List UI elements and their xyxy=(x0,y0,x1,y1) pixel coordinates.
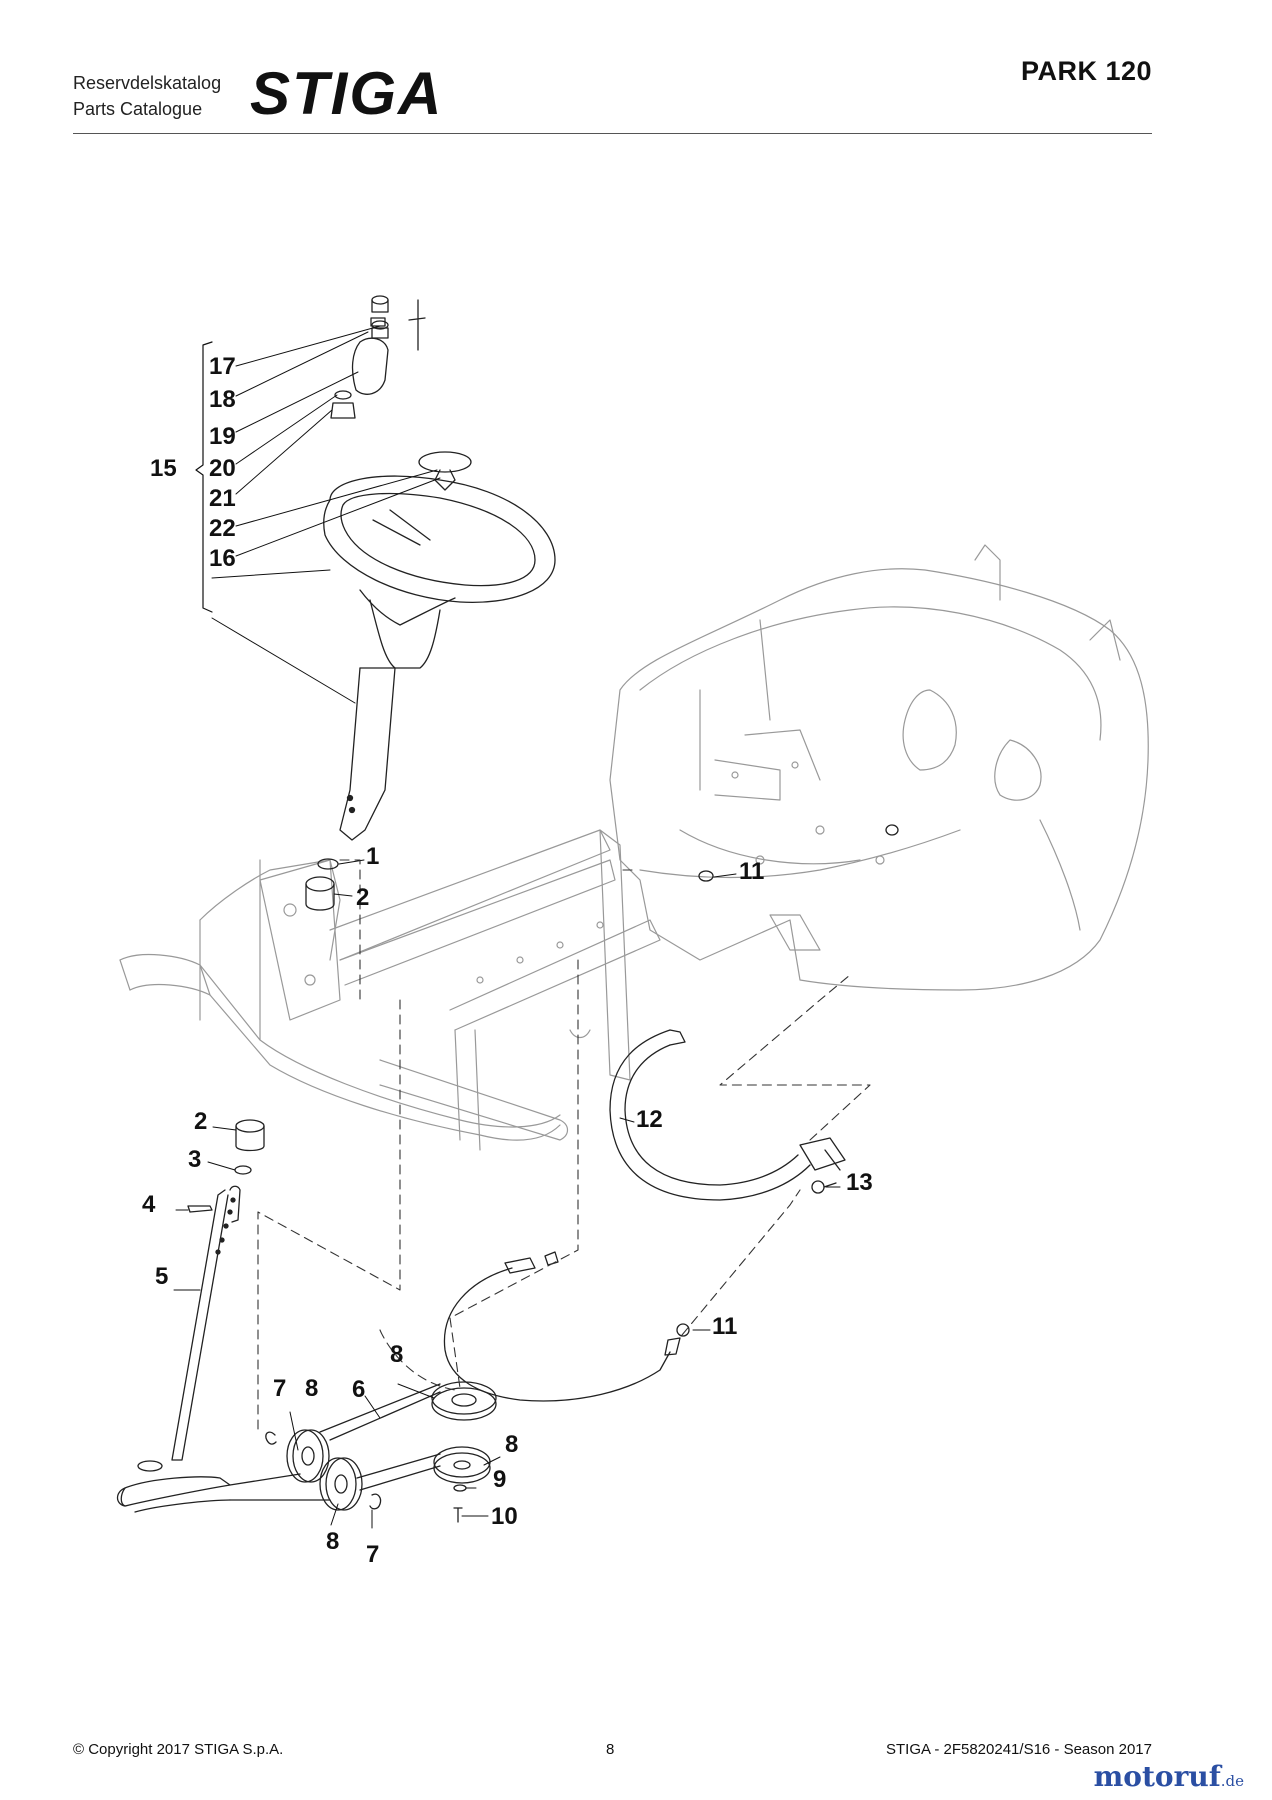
body-shell-drawing xyxy=(609,544,1149,991)
callout-11-lower: 11 xyxy=(712,1313,738,1340)
model-title: PARK 120 xyxy=(1020,56,1152,86)
footer-copyright: © Copyright 2017 STIGA S.p.A. xyxy=(73,1741,284,1758)
callout-4: 4 xyxy=(142,1191,156,1218)
nut-drawing xyxy=(698,824,899,882)
callout-7-left: 7 xyxy=(273,1375,287,1402)
callout-21: 21 xyxy=(209,485,236,512)
callout-9: 9 xyxy=(493,1466,507,1493)
callout-15: 15 xyxy=(150,455,177,482)
callout-3: 3 xyxy=(188,1146,202,1173)
callout-19: 19 xyxy=(209,423,236,450)
callout-22: 22 xyxy=(209,515,236,542)
callout-2-lower: 2 xyxy=(194,1108,208,1135)
header-divider xyxy=(73,133,1152,134)
footer-document-code: STIGA - 2F5820241/S16 - Season 2017 xyxy=(885,1741,1152,1758)
pulley-belt-drawing xyxy=(229,1381,497,1523)
upper-bushing-drawing xyxy=(305,858,339,911)
callout-16: 16 xyxy=(209,545,236,572)
svg-text:STIGA: STIGA xyxy=(250,62,443,124)
watermark-logo: motoruf.de xyxy=(1093,1760,1244,1793)
callout-11-upper: 11 xyxy=(739,858,765,885)
front-frame-drawing xyxy=(119,829,661,1151)
strap-drawing xyxy=(609,1029,846,1201)
callout-10: 10 xyxy=(491,1503,518,1530)
stiga-logo: STIGA xyxy=(250,62,443,124)
dashed-assembly-lines xyxy=(257,859,871,1431)
callout-2-upper: 2 xyxy=(356,884,370,911)
callout-8-top: 8 xyxy=(390,1341,404,1368)
group-15-bracket xyxy=(195,341,213,613)
callout-8-bottom: 8 xyxy=(326,1528,340,1555)
callout-20: 20 xyxy=(209,455,236,482)
cable-drawing xyxy=(443,1251,690,1402)
catalog-title-english: Parts Catalogue xyxy=(73,99,203,119)
callout-18: 18 xyxy=(209,386,236,413)
page-number: 8 xyxy=(606,1741,615,1758)
callout-5: 5 xyxy=(155,1263,169,1290)
callout-6: 6 xyxy=(352,1376,366,1403)
callout-8-left: 8 xyxy=(305,1375,319,1402)
steering-wheel-drawing xyxy=(323,295,556,841)
callout-17: 17 xyxy=(209,353,236,380)
callout-12: 12 xyxy=(636,1106,663,1133)
leader-lines xyxy=(173,325,841,1529)
catalog-title-swedish: Reservdelskatalog xyxy=(73,73,222,93)
callout-13: 13 xyxy=(846,1169,873,1196)
lower-steering-column-drawing xyxy=(116,1119,265,1513)
callout-7-bottom: 7 xyxy=(366,1541,380,1568)
callout-1: 1 xyxy=(366,843,380,870)
callout-8-right: 8 xyxy=(505,1431,519,1458)
